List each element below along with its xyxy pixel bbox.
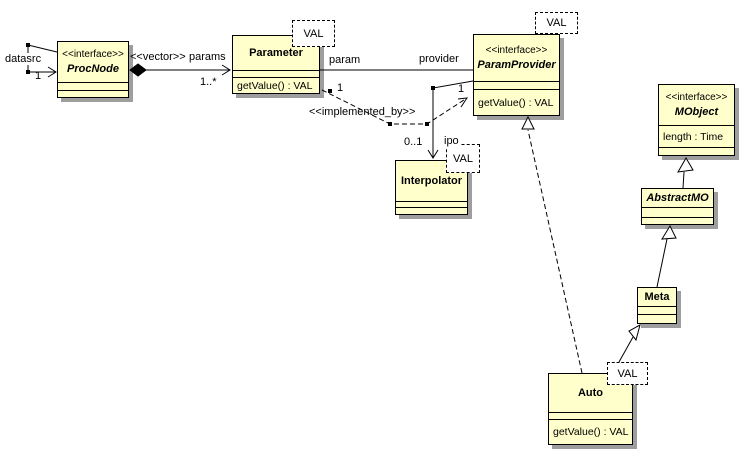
edge-auto-realizes-paramprovider[interactable] xyxy=(521,115,583,374)
auto-operations: getValue() : VAL xyxy=(549,419,632,444)
class-meta[interactable]: Meta xyxy=(637,287,677,324)
parameter-name: Parameter xyxy=(249,47,303,59)
interpolator-template-param: VAL xyxy=(453,152,473,165)
edge-auto-generalizes-meta[interactable] xyxy=(618,324,641,363)
class-abstractmo[interactable]: AbstractMO xyxy=(641,188,714,225)
implemented-by-arrowhead xyxy=(457,97,469,108)
meta-attributes xyxy=(638,306,676,314)
auto-template-param-box[interactable]: VAL xyxy=(607,362,648,385)
vertex-handle[interactable] xyxy=(328,89,332,93)
label-params: params xyxy=(189,51,226,63)
vertex-handle[interactable] xyxy=(431,86,435,90)
interpolator-template-param-box[interactable]: VAL xyxy=(446,144,480,173)
paramprovider-operation: getValue() : VAL xyxy=(478,96,554,109)
abstractmo-attributes xyxy=(642,207,713,217)
vertex-handle[interactable] xyxy=(425,122,429,126)
mobject-generalization-triangle xyxy=(677,157,694,173)
procnode-operations xyxy=(58,90,128,97)
parameter-name-compartment: Parameter xyxy=(233,36,319,70)
mobject-operations xyxy=(659,147,734,155)
edge-implemented-by-dependency[interactable] xyxy=(321,89,469,125)
label-implemented-by-stereotype: <<implemented_by>> xyxy=(309,106,416,118)
meta-name-compartment: Meta xyxy=(638,288,676,306)
interpolator-attributes xyxy=(396,201,467,207)
abstractmo-operations xyxy=(642,217,713,224)
params-arrowhead xyxy=(221,64,231,76)
parameter-template-param-box[interactable]: VAL xyxy=(292,20,335,47)
class-paramprovider[interactable]: <<interface>> ParamProvider getValue() :… xyxy=(473,34,560,116)
mobject-attributes: length : Time xyxy=(659,125,734,147)
meta-name: Meta xyxy=(644,291,670,303)
label-datasrc-multiplicity: 1 xyxy=(35,70,42,82)
procnode-name: ProcNode xyxy=(67,63,119,75)
label-ipo-role: ipo xyxy=(443,135,460,147)
vertex-handle[interactable] xyxy=(26,43,30,47)
label-ipo-multiplicity: 0..1 xyxy=(404,136,423,148)
interpolator-name-compartment: Interpolator xyxy=(396,161,467,201)
meta-operations xyxy=(638,314,676,323)
paramprovider-stereotype: <<interface>> xyxy=(485,45,548,56)
paramprovider-name-compartment: <<interface>> ParamProvider xyxy=(474,35,559,81)
datasrc-arrowhead xyxy=(47,66,57,78)
label-vector-stereotype: <<vector>> xyxy=(130,51,186,63)
class-procnode[interactable]: <<interface>> ProcNode xyxy=(57,41,129,98)
mobject-name-compartment: <<interface>> MObject xyxy=(659,85,734,125)
interpolator-operations xyxy=(396,207,467,214)
label-implemented-by-source-multiplicity: 1 xyxy=(337,82,344,94)
paramprovider-name: ParamProvider xyxy=(477,59,556,71)
abstractmo-generalization-triangle xyxy=(661,224,677,240)
auto-name-compartment: Auto xyxy=(549,374,632,412)
parameter-operation: getValue() : VAL xyxy=(237,79,313,92)
auto-template-param: VAL xyxy=(617,367,638,380)
label-provider-role: provider xyxy=(419,53,459,65)
vertex-handle[interactable] xyxy=(388,122,392,126)
composition-diamond xyxy=(129,63,147,77)
paramprovider-attributes xyxy=(474,81,559,89)
vertex-handles xyxy=(26,43,435,126)
parameter-operations: getValue() : VAL xyxy=(233,77,319,93)
label-implemented-by-target-multiplicity: 1 xyxy=(458,83,465,95)
procnode-name-compartment: <<interface>> ProcNode xyxy=(58,42,128,82)
label-datasrc: datasrc xyxy=(4,53,43,65)
paramprovider-template-param-box[interactable]: VAL xyxy=(535,12,578,34)
abstractmo-name: AbstractMO xyxy=(646,192,709,204)
abstractmo-name-compartment: AbstractMO xyxy=(642,189,713,207)
vertex-handle[interactable] xyxy=(26,70,30,74)
label-params-multiplicity: 1..* xyxy=(200,76,217,88)
auto-name: Auto xyxy=(577,387,604,399)
auto-attributes xyxy=(549,412,632,419)
auto-operation: getValue() : VAL xyxy=(553,426,629,438)
parameter-template-param: VAL xyxy=(303,27,324,40)
edge-meta-generalizes-abstractmo[interactable] xyxy=(656,224,677,288)
edge-abstractmo-generalizes-mobject[interactable] xyxy=(677,157,694,189)
mobject-name: MObject xyxy=(674,106,719,118)
procnode-stereotype: <<interface>> xyxy=(62,49,124,60)
paramprovider-operations: getValue() : VAL xyxy=(474,89,559,115)
interpolator-name: Interpolator xyxy=(400,175,463,187)
class-mobject[interactable]: <<interface>> MObject length : Time xyxy=(658,84,735,156)
mobject-attribute: length : Time xyxy=(663,130,724,143)
edge-params-composition[interactable] xyxy=(129,63,231,77)
mobject-stereotype: <<interface>> xyxy=(665,92,728,103)
class-parameter[interactable]: Parameter getValue() : VAL xyxy=(232,35,320,94)
label-param-role: param xyxy=(329,54,361,66)
ipo-arrowhead xyxy=(427,149,439,159)
paramprovider-template-param: VAL xyxy=(546,17,567,29)
procnode-attributes xyxy=(58,82,128,90)
meta-generalization-triangle xyxy=(628,324,641,342)
parameter-attributes xyxy=(233,70,319,77)
class-auto[interactable]: Auto getValue() : VAL xyxy=(548,373,633,445)
realization-triangle xyxy=(521,115,535,130)
